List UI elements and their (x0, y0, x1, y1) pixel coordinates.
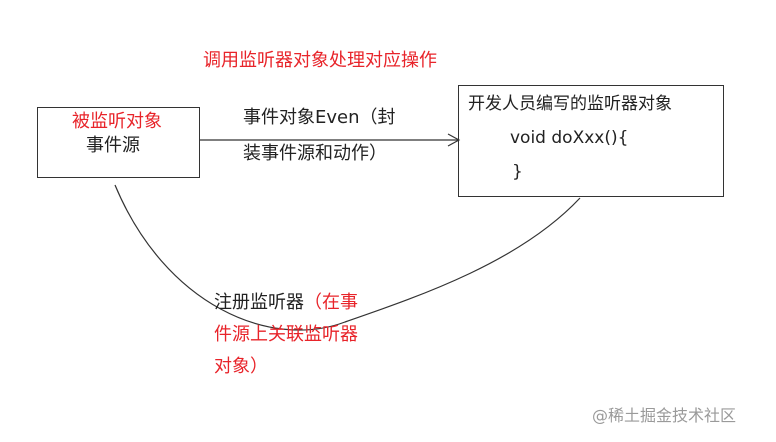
arrow-label-line1: 事件对象Even（封 (243, 107, 396, 128)
top-annotation: 调用监听器对象处理对应操作 (203, 50, 437, 71)
register-label-line3: 对象） (214, 356, 268, 377)
register-label-line2: 件源上关联监听器 (214, 324, 358, 345)
listener-title: 开发人员编写的监听器对象 (468, 94, 672, 114)
event-source-box (37, 107, 200, 178)
listener-code-line2: } (512, 162, 523, 182)
listener-code-line1: void doXxx(){ (510, 128, 629, 148)
source-label: 事件源 (86, 135, 140, 156)
register-label-line1: 注册监听器（在事 (214, 294, 358, 312)
watermark: @稀土掘金技术社区 (592, 406, 737, 425)
listener-box (458, 85, 724, 197)
arrow-label-line2: 装事件源和动作） (243, 143, 387, 164)
register-label-part2: （在事 (304, 292, 358, 313)
register-curve (114, 184, 581, 331)
source-label-red: 被监听对象 (72, 111, 162, 132)
register-label-part1: 注册监听器 (214, 292, 304, 313)
